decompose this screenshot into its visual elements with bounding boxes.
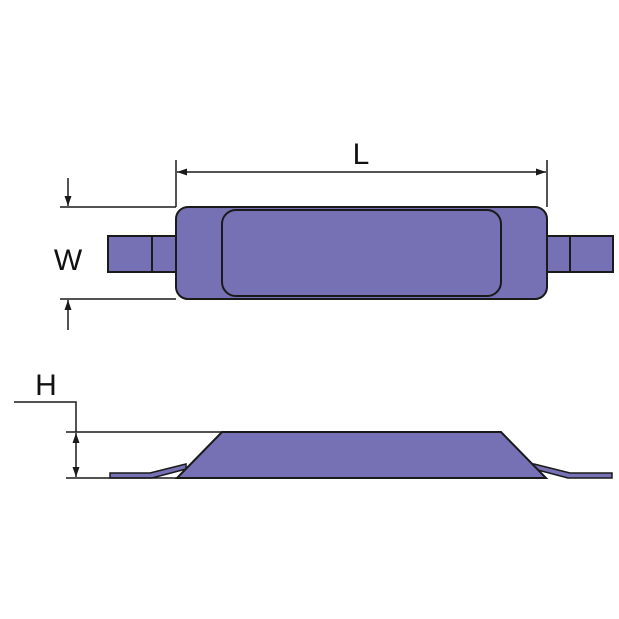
top-view: L W: [54, 138, 614, 330]
length-dimension: L: [175, 138, 548, 207]
height-dimension: H: [14, 369, 222, 479]
length-label: L: [353, 138, 370, 171]
left-strap-side: [109, 463, 187, 479]
height-label: H: [35, 369, 57, 402]
left-strap: [107, 235, 189, 273]
width-dimension: W: [54, 178, 176, 330]
anode-body-side: [174, 431, 549, 479]
right-strap-side: [533, 463, 613, 479]
width-label: W: [54, 244, 83, 277]
anode-top-face: [221, 209, 502, 297]
side-view: H: [14, 369, 613, 479]
